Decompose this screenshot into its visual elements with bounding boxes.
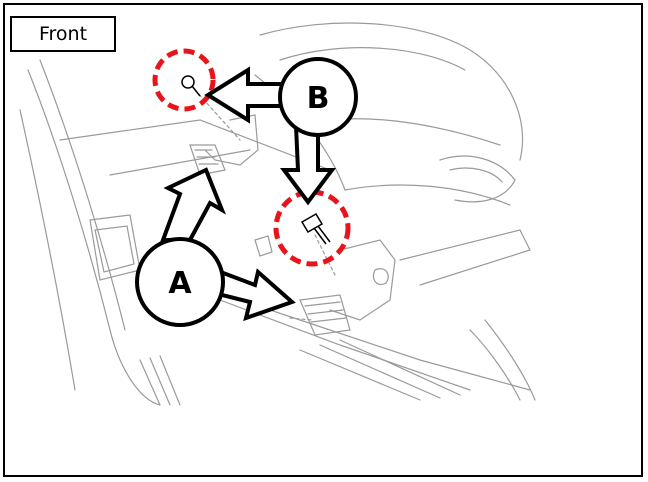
callout-b-circle xyxy=(278,57,358,137)
callout-a: A xyxy=(135,237,225,327)
lower-bolt xyxy=(300,212,331,245)
callout-b-label: B xyxy=(307,81,330,116)
callout-a-circle xyxy=(135,237,225,327)
bolt-highlight-circle-top xyxy=(152,48,216,112)
callout-b: B xyxy=(278,57,358,137)
callout-b-arrow-left-icon xyxy=(204,66,284,124)
upper-bolt xyxy=(181,75,201,97)
callout-a-arrow-up-icon xyxy=(160,167,227,242)
seat-line-art xyxy=(19,22,536,406)
bolt-highlight-circle-bottom xyxy=(273,189,351,267)
callout-a-label: A xyxy=(168,266,192,301)
view-direction-label: Front xyxy=(10,16,116,52)
callout-b-arrow-down-icon xyxy=(280,124,336,206)
